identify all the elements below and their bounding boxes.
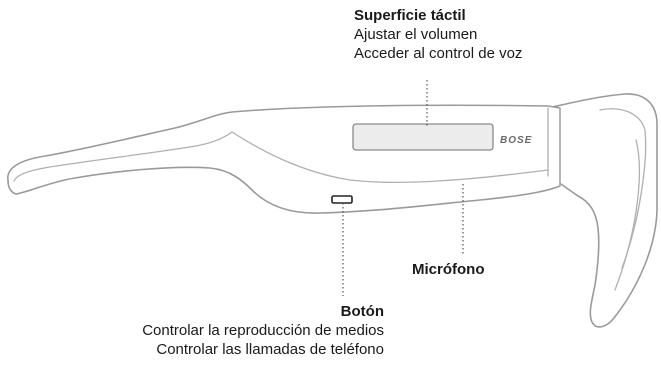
- button-line: Controlar las llamadas de teléfono: [156, 341, 384, 358]
- temple-arm: [7, 104, 561, 214]
- microphone-title: Micrófono: [412, 261, 485, 278]
- temple-tip-inner: [13, 131, 233, 182]
- lens-inner-edge-2: [614, 139, 640, 291]
- touch-surface-line: Ajustar el volumen: [354, 26, 478, 43]
- callout-touch-surface: Superficie táctil Ajustar el volumen Acc…: [354, 6, 522, 63]
- lens-inner-edge: [599, 108, 647, 269]
- touch-surface-title: Superficie táctil: [354, 7, 466, 24]
- touch-surface-panel: [352, 123, 494, 151]
- temple-lower-ridge: [231, 131, 549, 184]
- button-control: [331, 195, 353, 204]
- lens-frame: [547, 93, 658, 328]
- touch-surface-line: Acceder al control de voz: [354, 45, 523, 62]
- button-title: Botón: [340, 303, 384, 320]
- callout-microphone: Micrófono: [412, 260, 485, 279]
- callout-button: Botón Controlar la reproducción de medio…: [142, 302, 384, 359]
- button-line: Controlar la reproducción de medios: [142, 322, 384, 339]
- brand-logo: BOSE: [500, 135, 532, 146]
